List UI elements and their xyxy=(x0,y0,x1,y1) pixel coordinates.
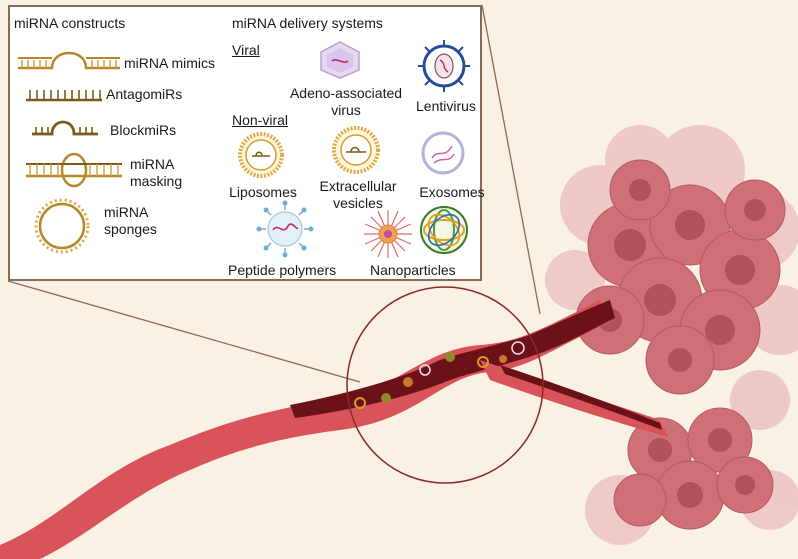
viral-heading: Viral xyxy=(232,42,260,58)
nanoparticle-mesh-icon xyxy=(420,206,468,254)
blood-vessel xyxy=(0,300,668,559)
tumor-mass xyxy=(575,159,786,530)
liposomes-label: Liposomes xyxy=(229,184,297,200)
lentivirus-icon xyxy=(418,40,470,92)
constructs-heading: miRNA constructs xyxy=(14,15,126,31)
extracellular-vesicles-label-1: Extracellular xyxy=(319,178,397,194)
delivery-heading: miRNA delivery systems xyxy=(232,15,383,31)
vessel-particles xyxy=(354,341,525,409)
lentivirus-label: Lentivirus xyxy=(416,98,476,114)
liposomes-icon xyxy=(238,132,284,178)
peptide-polymers-label: Peptide polymers xyxy=(228,262,337,278)
extracellular-vesicles-label-2: vesicles xyxy=(333,195,383,211)
antagomirs-label: AntagomiRs xyxy=(106,86,183,102)
mirna-masking-label-1: miRNA xyxy=(130,156,175,172)
mirna-mimics-icon xyxy=(18,51,120,70)
aav-label-1: Adeno-associated xyxy=(289,85,403,101)
blockmirs-label: BlockmiRs xyxy=(110,122,177,138)
aav-label-2: virus xyxy=(331,102,361,118)
exosomes-label: Exosomes xyxy=(419,184,485,200)
mirna-sponges-label-2: sponges xyxy=(104,221,157,237)
nanoparticle-star-icon xyxy=(364,210,412,258)
extracellular-vesicles-icon xyxy=(332,126,380,174)
antagomirs-icon xyxy=(26,90,102,102)
blockmirs-icon xyxy=(32,120,98,136)
aav-icon xyxy=(320,41,360,79)
mirna-masking-label-2: masking xyxy=(130,173,183,189)
peptide-polymers-icon xyxy=(256,200,314,258)
mirna-masking-icon xyxy=(26,152,122,188)
nanoparticles-label: Nanoparticles xyxy=(370,262,456,278)
exosomes-icon xyxy=(421,131,465,175)
zoom-lines xyxy=(7,4,541,383)
mirna-mimics-label: miRNA mimics xyxy=(124,55,215,71)
nonviral-heading: Non-viral xyxy=(232,112,289,128)
mirna-sponges-label-1: miRNA xyxy=(104,204,149,220)
zoom-circle xyxy=(346,286,544,484)
mirna-sponges-icon xyxy=(34,198,90,254)
